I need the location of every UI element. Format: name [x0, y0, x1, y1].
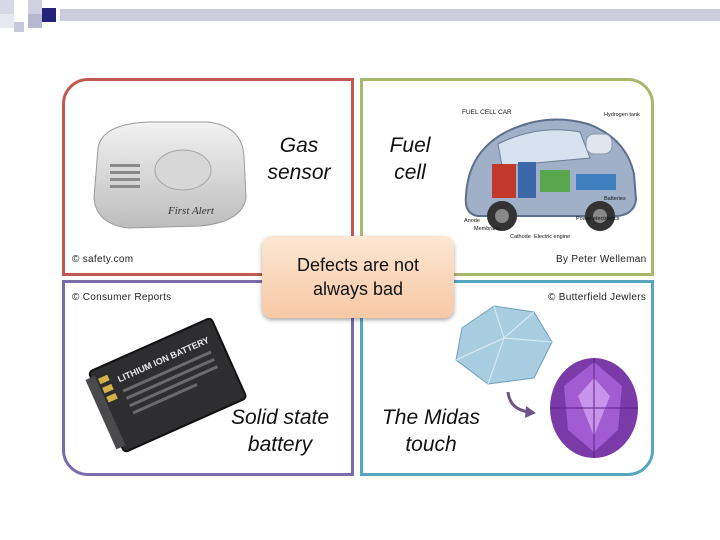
co-detector-image: First Alert — [93, 121, 247, 229]
lithium-battery-image: LITHIUM ION BATTERY — [85, 317, 247, 453]
quadrant-battery-frame — [62, 280, 354, 476]
detector-brand: First Alert — [167, 205, 215, 217]
credit-butterfield-jewlers: © Butterfield Jewlers — [548, 292, 647, 303]
fuel-cell-car-image: FUEL CELL CAR Hydrogen tank Batteries Po… — [462, 109, 640, 240]
car-callout-anode: Anode — [464, 218, 480, 224]
label-midas-touch: The Midas touch — [381, 406, 481, 456]
transformation-arrow-icon — [506, 391, 536, 418]
car-callout-title: FUEL CELL CAR — [462, 109, 512, 116]
center-callout: Defects are not always bad — [262, 236, 454, 318]
car-callout-cathode: Cathode — [510, 234, 531, 240]
label-gas-sensor: Gas sensor — [267, 134, 331, 184]
amethyst-gem-image — [550, 358, 638, 458]
car-callout-power: Power electronics — [576, 216, 620, 222]
car-callout-hydrogen: Hydrogen tank — [604, 112, 640, 118]
quadrant-midas-frame — [360, 280, 654, 476]
car-callout-engine: Electric engine — [534, 234, 570, 240]
credit-consumer-reports: © Consumer Reports — [72, 292, 172, 303]
credit-safety: © safety.com — [72, 254, 134, 265]
quadrant-fuel-cell-frame — [360, 78, 654, 276]
quadrant-gas-sensor-frame — [62, 78, 354, 276]
car-callout-batteries: Batteries — [604, 196, 626, 202]
header-decoration — [0, 0, 720, 32]
label-solid-state-battery: Solid state battery — [230, 406, 330, 456]
credit-peter-welleman: By Peter Welleman — [556, 254, 647, 265]
car-callout-membrane: Membrane — [474, 226, 500, 232]
label-fuel-cell: Fuel cell — [389, 134, 431, 184]
center-callout-text: Defects are not always bad — [296, 255, 420, 299]
raw-crystal-image — [455, 305, 553, 385]
